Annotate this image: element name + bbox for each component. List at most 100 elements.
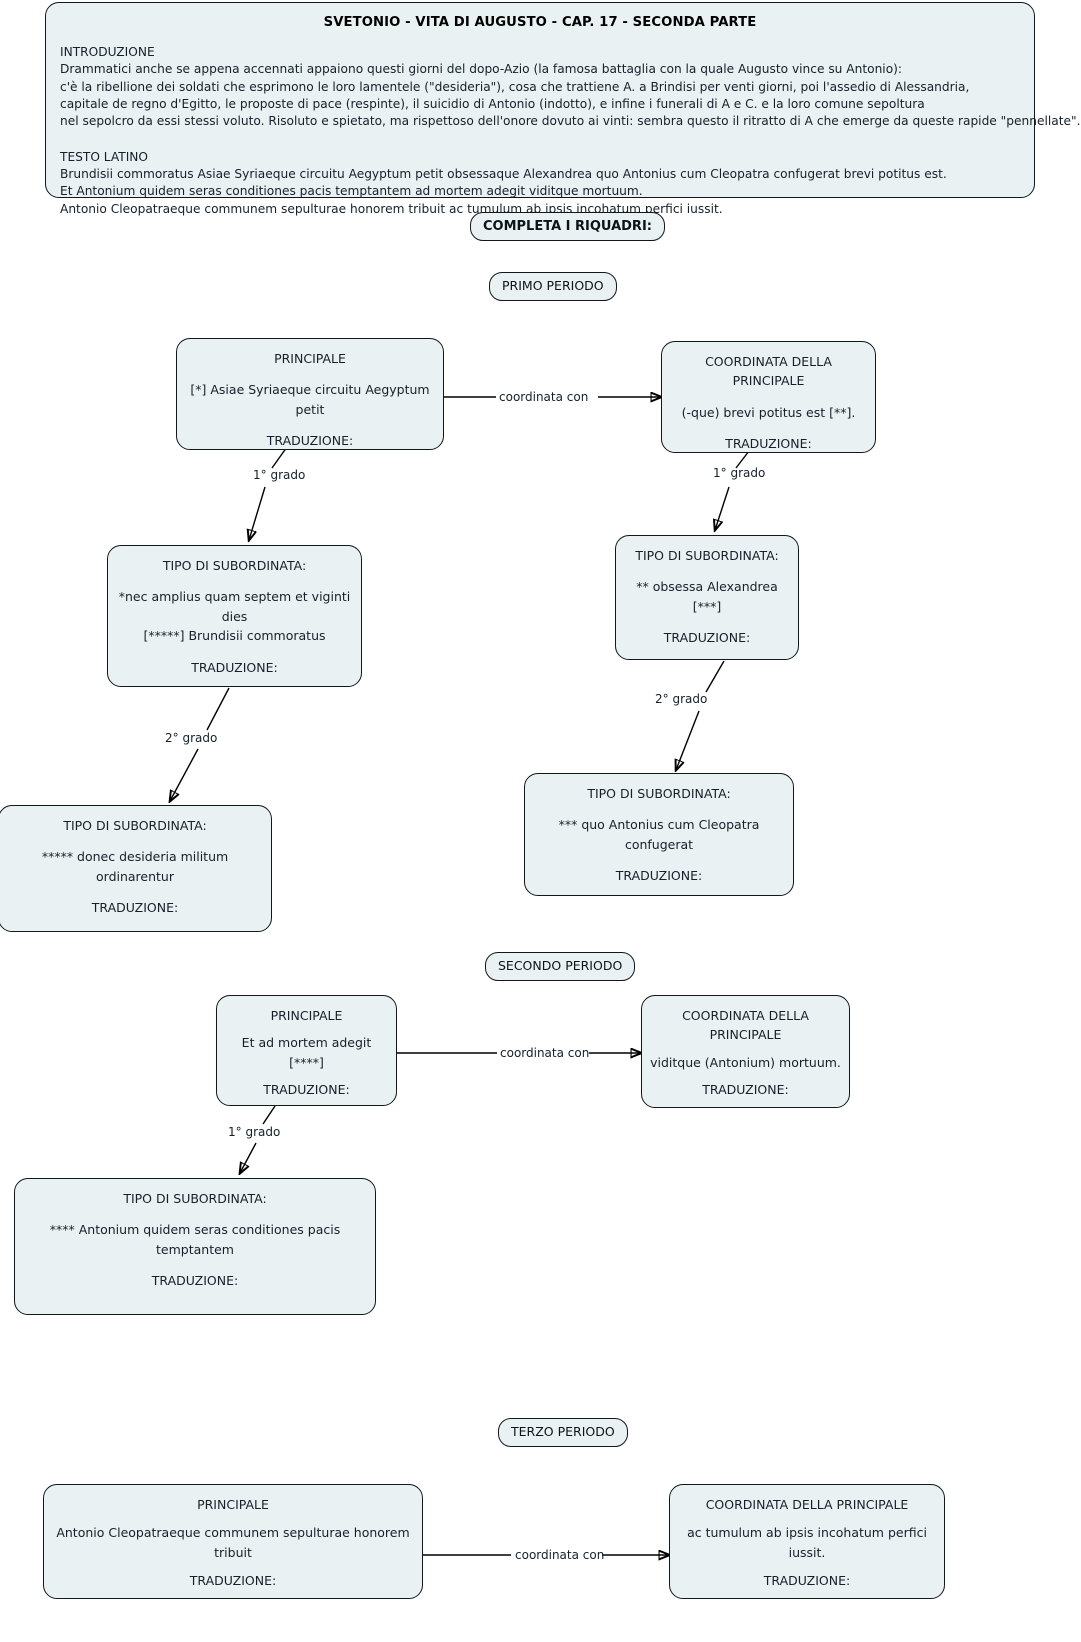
p2-sub-1-text: **** Antonium quidem seras conditiones p…: [49, 1222, 341, 1257]
p1-subordinata-right-2-box[interactable]: TIPO DI SUBORDINATA: *** quo Antonius cu…: [524, 773, 794, 896]
p1-edge-label-coordinata-con: coordinata con: [499, 390, 589, 404]
spacer: [116, 575, 353, 587]
p1-edge-label-left-grado1: 1° grado: [253, 468, 306, 482]
latin-line-2: Et Antonium quidem seras conditiones pac…: [60, 184, 643, 199]
edge-p2-grado1-a: [262, 1105, 276, 1125]
introduction-line-2: c'è la ribellione dei soldati che esprim…: [60, 79, 970, 94]
introduction-heading: INTRODUZIONE: [60, 45, 155, 59]
p3-principale-traduzione-label: TRADUZIONE:: [189, 1573, 277, 1589]
p2-coordinata-header: COORDINATA DELLA PRINCIPALE: [682, 1008, 809, 1043]
spacer: [670, 391, 867, 403]
header-panel: SVETONIO - VITA DI AUGUSTO - CAP. 17 - S…: [45, 2, 1081, 216]
spacer: [7, 886, 263, 898]
p2-principale-traduzione-label: TRADUZIONE:: [263, 1082, 350, 1098]
p1-subordinata-right-1-box[interactable]: TIPO DI SUBORDINATA: ** obsessa Alexandr…: [615, 535, 799, 660]
edge-p1-left-grado2-b: [170, 748, 199, 801]
p2-subordinata-1-box[interactable]: TIPO DI SUBORDINATA: **** Antonium quide…: [14, 1178, 376, 1315]
p1-sub-right-1-traduzione-label: TRADUZIONE:: [663, 630, 751, 646]
spacer: [225, 1072, 388, 1080]
p2-edge-label-grado1: 1° grado: [228, 1125, 281, 1139]
introduction-line-4: nel sepolcro da essi stessi voluto. Riso…: [60, 114, 1081, 129]
p2-principale-header: PRINCIPALE: [270, 1008, 343, 1023]
spacer: [533, 854, 785, 866]
edge-p1-left-grado2-a: [206, 687, 230, 731]
p2-coordinata-text: viditque (Antonium) mortuum.: [650, 1054, 841, 1070]
spacer: [533, 803, 785, 815]
edge-p1-left-grado1-b: [249, 486, 266, 540]
p1-principale-header: PRINCIPALE: [274, 351, 346, 366]
edge-p1-right-grado2-b: [676, 710, 700, 770]
p2-edge-label-coordinata-con: coordinata con: [500, 1046, 590, 1060]
p2-coordinata-traduzione-label: TRADUZIONE:: [702, 1082, 789, 1098]
p1-coordinata-header: COORDINATA DELLA PRINCIPALE: [705, 354, 832, 389]
latin-text-block: TESTO LATINO Brundisii commoratus Asiae …: [60, 149, 1020, 218]
p1-sub-left-1-header: TIPO DI SUBORDINATA:: [162, 558, 307, 573]
p1-sub-right-2-text: *** quo Antonius cum Cleopatra confugera…: [558, 817, 760, 852]
spacer: [650, 1072, 841, 1080]
spacer: [650, 1045, 841, 1053]
edge-p1-right-grado1-b: [715, 486, 730, 530]
p1-sub-left-2-text: ***** donec desideria militum ordinarent…: [41, 849, 229, 884]
p3-principale-box[interactable]: PRINCIPALE Antonio Cleopatraeque commune…: [43, 1484, 423, 1599]
p1-subordinata-left-1-box[interactable]: TIPO DI SUBORDINATA: *nec amplius quam s…: [107, 545, 362, 687]
p1-sub-left-2-header: TIPO DI SUBORDINATA:: [63, 818, 207, 833]
p1-sub-right-2-traduzione-label: TRADUZIONE:: [615, 868, 703, 884]
spacer: [7, 835, 263, 847]
edge-p1-right-grado2-a: [705, 660, 725, 693]
p1-edge-label-left-grado2: 2° grado: [165, 731, 218, 745]
p1-sub-left-1-traduzione-label: TRADUZIONE:: [191, 659, 278, 675]
section-label-secondo-periodo: SECONDO PERIODO: [485, 952, 636, 981]
spacer: [678, 1514, 936, 1523]
page-title: SVETONIO - VITA DI AUGUSTO - CAP. 17 - S…: [323, 15, 757, 30]
p2-coordinata-box[interactable]: COORDINATA DELLA PRINCIPALE viditque (An…: [641, 995, 850, 1108]
p1-sub-left-1-text-line2: [*****] Brundisii commoratus: [143, 628, 326, 644]
p3-principale-text: Antonio Cleopatraeque communem sepultura…: [56, 1525, 410, 1560]
p1-coordinata-traduzione-label: TRADUZIONE:: [725, 436, 812, 452]
p3-edge-label-coordinata-con: coordinata con: [515, 1548, 605, 1562]
spacer: [23, 1208, 367, 1220]
p1-sub-left-1-text-line1: *nec amplius quam septem et viginti dies: [118, 589, 351, 624]
spacer: [624, 565, 790, 577]
p1-sub-left-2-traduzione-label: TRADUZIONE:: [91, 900, 179, 916]
p1-principale-box[interactable]: PRINCIPALE [*] Asiae Syriaeque circuitu …: [176, 338, 444, 450]
p2-principale-box[interactable]: PRINCIPALE Et ad mortem adegit [****] TR…: [216, 995, 397, 1106]
p3-coordinata-text: ac tumulum ab ipsis incohatum perfici iu…: [687, 1525, 927, 1560]
p1-coordinata-box[interactable]: COORDINATA DELLA PRINCIPALE (-que) brevi…: [661, 341, 876, 453]
p1-coordinata-text: (-que) brevi potitus est [**].: [681, 404, 856, 420]
p3-coordinata-header: COORDINATA DELLA PRINCIPALE: [705, 1497, 909, 1512]
section-label-terzo-periodo: TERZO PERIODO: [498, 1418, 628, 1447]
p2-principale-text: Et ad mortem adegit [****]: [241, 1035, 372, 1070]
spacer: [185, 368, 435, 380]
header-spacer: [60, 131, 1020, 149]
section-label-primo-periodo: PRIMO PERIODO: [489, 272, 617, 301]
p1-subordinata-left-2-box[interactable]: TIPO DI SUBORDINATA: ***** donec desider…: [0, 805, 272, 932]
spacer: [23, 1259, 367, 1271]
p1-edge-label-right-grado2: 2° grado: [655, 692, 708, 706]
spacer: [52, 1514, 414, 1523]
spacer: [225, 1025, 388, 1033]
spacer: [624, 616, 790, 628]
p3-coordinata-box[interactable]: COORDINATA DELLA PRINCIPALE ac tumulum a…: [669, 1484, 945, 1599]
latin-line-1: Brundisii commoratus Asiae Syriaeque cir…: [60, 166, 947, 181]
instruction-pill: COMPLETA I RIQUADRI:: [470, 212, 665, 241]
latin-heading: TESTO LATINO: [60, 149, 149, 164]
p3-principale-header: PRINCIPALE: [197, 1497, 269, 1512]
p1-principale-text: [*] Asiae Syriaeque circuitu Aegyptum pe…: [190, 382, 430, 417]
introduction-line-3: capitale de regno d'Egitto, le proposte …: [60, 96, 925, 111]
edge-p2-grado1-b: [240, 1142, 257, 1173]
spacer: [116, 646, 353, 658]
p2-sub-1-header: TIPO DI SUBORDINATA:: [123, 1191, 267, 1206]
p1-sub-right-2-header: TIPO DI SUBORDINATA:: [587, 786, 731, 801]
spacer: [52, 1562, 414, 1571]
p1-edge-label-right-grado1: 1° grado: [713, 466, 766, 480]
spacer: [670, 422, 867, 434]
spacer: [185, 419, 435, 431]
p3-coordinata-traduzione-label: TRADUZIONE:: [763, 1573, 851, 1589]
spacer: [678, 1562, 936, 1571]
p1-sub-right-1-header: TIPO DI SUBORDINATA:: [635, 548, 779, 563]
p1-sub-right-1-text: ** obsessa Alexandrea [***]: [636, 579, 778, 614]
introduction-block: INTRODUZIONE Drammatici anche se appena …: [60, 44, 1081, 131]
introduction-line-1: Drammatici anche se appena accennati app…: [60, 62, 903, 77]
p1-principale-traduzione-label: TRADUZIONE:: [266, 433, 354, 449]
